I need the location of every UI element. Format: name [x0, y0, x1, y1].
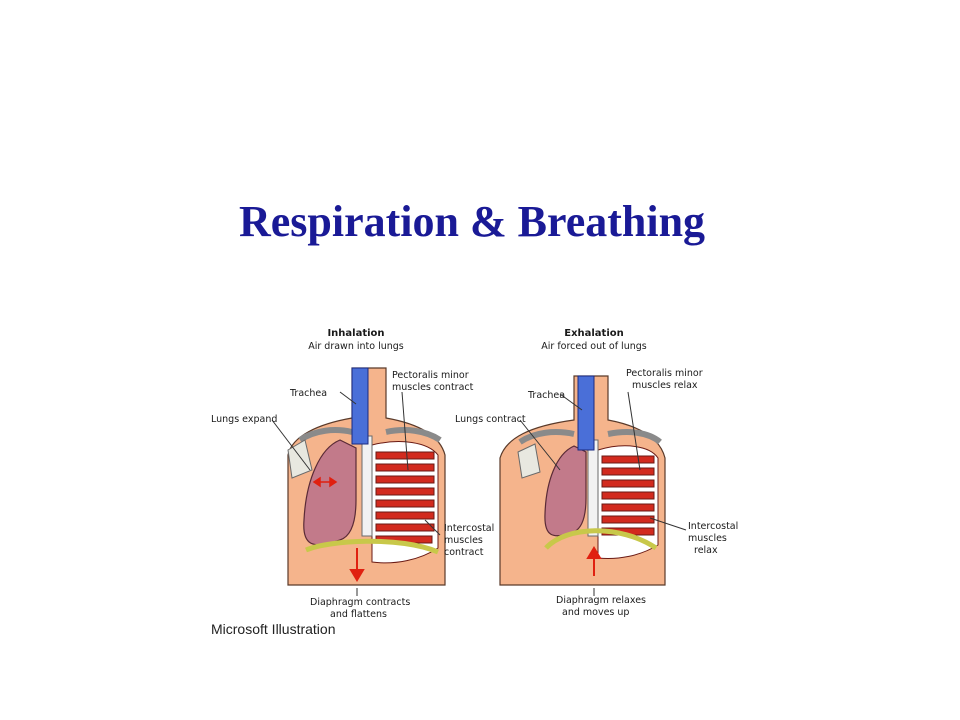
inhalation-intercostal-label-1: Intercostal	[444, 523, 494, 534]
illustration-credit: Microsoft Illustration	[211, 621, 335, 637]
exhalation-pectoralis-label-1: Pectoralis minor	[626, 368, 703, 379]
exhalation-diaphragm	[544, 528, 658, 551]
inhalation-right-clavicle	[385, 427, 442, 443]
exhalation-panel: Exhalation Air forced out of lungs Trach…	[455, 328, 738, 618]
inhalation-diaphragm-arrow	[349, 548, 365, 582]
inhalation-diaphragm-label-1: Diaphragm contracts	[310, 597, 410, 608]
inhalation-left-clavicle	[298, 427, 353, 443]
exhalation-intercostal-label-2: muscles	[688, 533, 727, 544]
inhalation-pectoralis-label-2: muscles contract	[392, 382, 474, 393]
exhalation-diaphragm-label-1: Diaphragm relaxes	[556, 595, 646, 606]
inhalation-trachea	[351, 367, 369, 445]
inhalation-sternum	[361, 435, 373, 537]
inhalation-intercostal-label-2: muscles	[444, 535, 483, 546]
exhalation-trachea	[577, 375, 595, 451]
exhalation-diaphragm-arrow	[586, 546, 602, 576]
inhalation-pectoralis-label-1: Pectoralis minor	[392, 370, 469, 381]
exhalation-sternum	[587, 439, 599, 537]
exhalation-heading: Exhalation	[564, 328, 624, 339]
inhalation-ribcage	[371, 441, 439, 564]
exhalation-pectoralis-label-2: muscles relax	[632, 380, 698, 391]
exhalation-right-clavicle	[607, 429, 662, 445]
exhalation-left-clavicle	[518, 429, 575, 445]
exhalation-intercostal-label-3: relax	[694, 545, 718, 556]
exhalation-scapula	[517, 443, 541, 479]
exhalation-trachea-label: Trachea	[527, 390, 565, 401]
inhalation-intercostal-label-3: contract	[444, 547, 484, 558]
inhalation-trachea-label: Trachea	[289, 388, 327, 399]
inhalation-subheading: Air drawn into lungs	[308, 341, 404, 352]
inhalation-lungs-label: Lungs expand	[211, 414, 277, 425]
inhalation-diaphragm-label-2: and flattens	[330, 609, 387, 620]
inhalation-heading: Inhalation	[327, 328, 384, 339]
slide-title: Respiration & Breathing	[238, 197, 706, 246]
exhalation-lungs-label: Lungs contract	[455, 414, 526, 425]
inhalation-lung	[303, 439, 357, 546]
inhalation-panel: Inhalation Air drawn into lungs Trachea …	[211, 328, 494, 620]
exhalation-diaphragm-label-2: and moves up	[562, 607, 629, 618]
exhalation-subheading: Air forced out of lungs	[541, 341, 647, 352]
exhalation-intercostal-label-1: Intercostal	[688, 521, 738, 532]
exhalation-lung	[544, 445, 587, 537]
inhalation-expand-arrows	[312, 476, 338, 488]
inhalation-diaphragm	[305, 538, 439, 555]
